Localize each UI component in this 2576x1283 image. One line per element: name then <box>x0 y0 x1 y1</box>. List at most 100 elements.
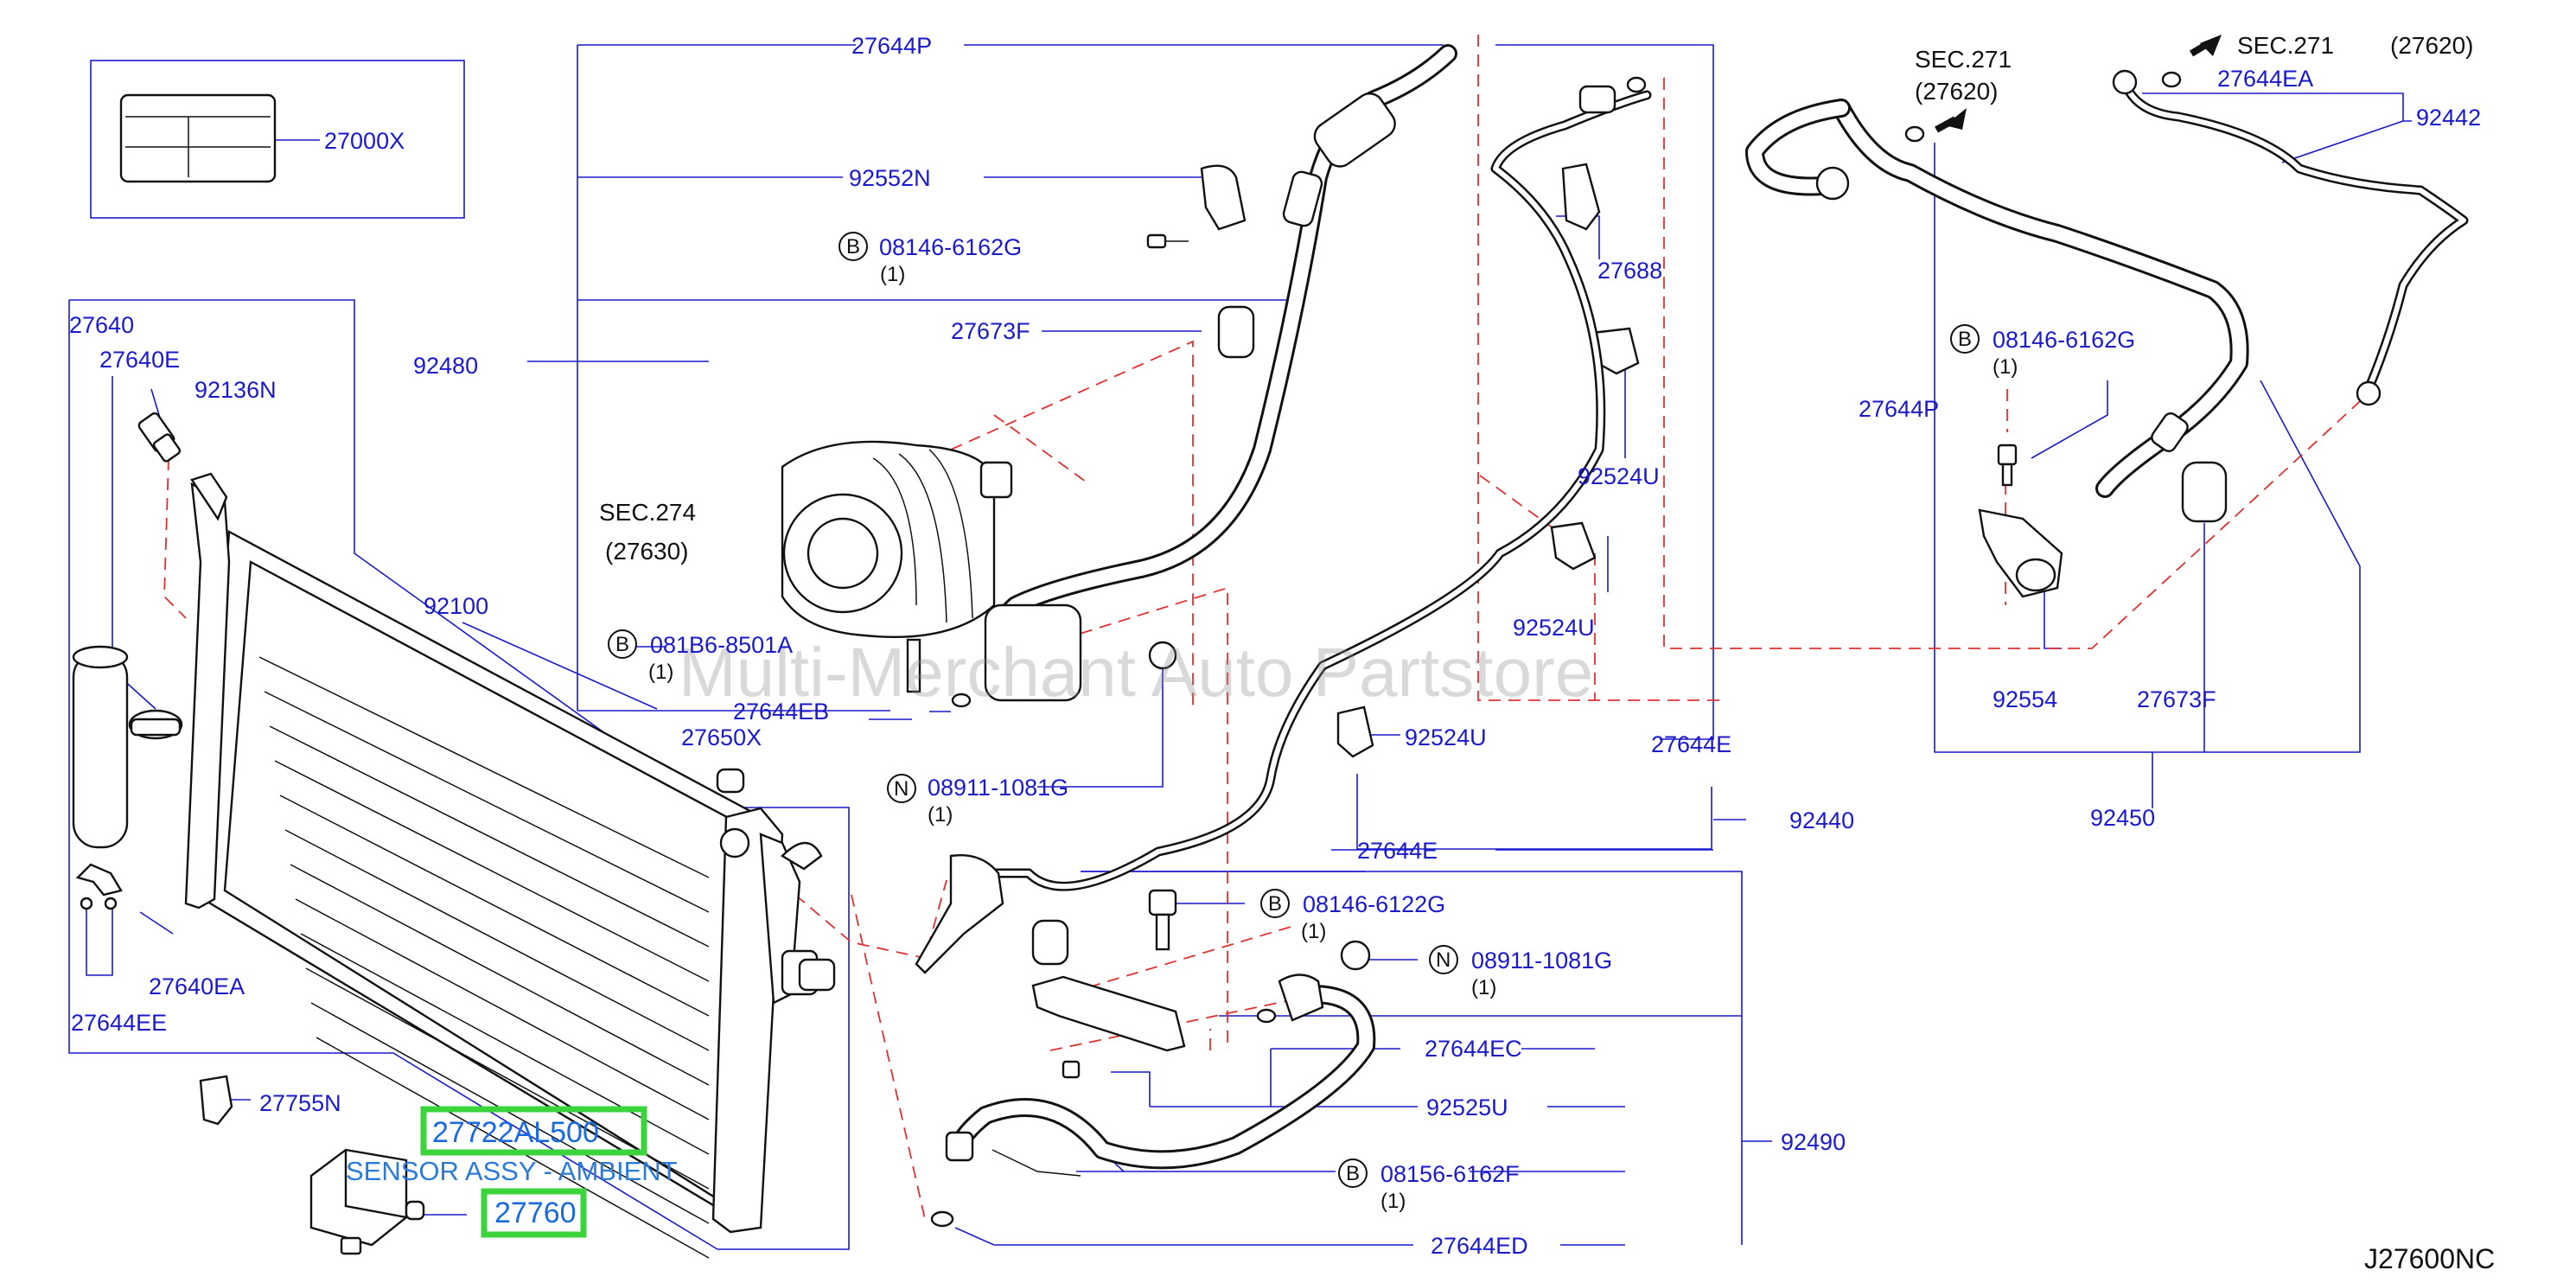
clip-92524u-b <box>1550 521 1597 571</box>
condenser-fin-line <box>274 760 710 982</box>
bolt-08146-6162g-b <box>1997 444 2018 487</box>
bolt-badge: B <box>1958 328 1972 351</box>
quantity: (1) <box>648 661 673 684</box>
insulator-27673f-b <box>2181 461 2228 523</box>
clip-27688 <box>1561 163 1601 231</box>
label-sec271-a[interactable]: SEC.271 <box>1915 46 2012 73</box>
condenser-fin-line <box>290 864 710 1086</box>
label-27650x[interactable]: 27650X <box>681 724 762 750</box>
highlight-part-number[interactable]: 27722AL500 <box>432 1116 599 1149</box>
label-92552n[interactable]: 92552N <box>849 165 931 191</box>
condenser-fin-line <box>316 1037 710 1259</box>
label-27644p-top[interactable]: 27644P <box>851 33 932 59</box>
label-27644ed[interactable]: 27644ED <box>1431 1233 1528 1259</box>
part-labels: 27644P 92552N B 08146-6162G (1) 27673F 9… <box>69 32 2495 1274</box>
label-92554[interactable]: 92554 <box>1993 686 2057 712</box>
label-08156-6162f[interactable]: 08156-6162F <box>1380 1161 1520 1187</box>
label-92100[interactable]: 92100 <box>424 593 488 619</box>
dryer-bracket-27640e <box>128 709 183 740</box>
o-ring-27644ea <box>2161 71 2182 88</box>
condenser-fin-line <box>258 656 710 878</box>
ambient-sensor-27722al500 <box>309 1148 425 1255</box>
label-27640e[interactable]: 27640E <box>99 347 180 373</box>
label-08146-6162g-b[interactable]: 08146-6162G <box>1993 327 2135 353</box>
bolt-badge: B <box>615 633 629 656</box>
label-08146-6122g[interactable]: 08146-6122G <box>1303 891 1445 917</box>
label-92525u[interactable]: 92525U <box>1426 1095 1508 1120</box>
label-27000x[interactable]: 27000X <box>324 128 405 154</box>
label-92450[interactable]: 92450 <box>2090 805 2155 831</box>
label-27644ee[interactable]: 27644EE <box>71 1010 167 1036</box>
label-sec274-ref: (27630) <box>605 538 689 565</box>
label-92442[interactable]: 92442 <box>2416 105 2481 131</box>
mounting-clip-27755n <box>199 1075 233 1126</box>
label-27673f-b[interactable]: 27673F <box>2137 686 2216 712</box>
label-27644ea[interactable]: 27644EA <box>2217 66 2313 92</box>
label-sec271-b[interactable]: SEC.271 <box>2237 32 2334 59</box>
bolt-08146-6162g-a <box>1146 233 1189 249</box>
label-08911-1081g-a[interactable]: 08911-1081G <box>928 775 1068 801</box>
label-92524u-a[interactable]: 92524U <box>1578 463 1660 489</box>
pipe-92440 <box>915 85 1652 974</box>
diagram-code: J27600NC <box>2364 1243 2495 1274</box>
o-ring-27644ec <box>1256 1008 1277 1024</box>
label-sec271-a-ref: (27620) <box>1915 78 1999 105</box>
label-sec271-b-ref: (27620) <box>2390 32 2474 59</box>
o-ring-27644ed <box>930 1210 954 1228</box>
highlighted-ambient-sensor[interactable]: 27722AL500 SENSOR ASSY - AMBIENT 27760 <box>346 1106 678 1238</box>
quantity: (1) <box>1471 976 1496 999</box>
label-27644e-b[interactable]: 27644E <box>1357 838 1438 864</box>
condenser-fin-line <box>279 795 710 1017</box>
nut-badge: N <box>894 777 909 801</box>
nut-08911-1081g-a <box>1148 641 1177 670</box>
label-27688[interactable]: 27688 <box>1597 258 1662 284</box>
highlight-description: SENSOR ASSY - AMBIENT <box>346 1156 678 1186</box>
watermark-text: Multi-Merchant Auto Partstore <box>679 634 1593 711</box>
label-92490[interactable]: 92490 <box>1781 1129 1846 1155</box>
grommet-27650x <box>716 768 745 794</box>
label-plate-27000x <box>119 93 277 183</box>
label-081b6-8501a[interactable]: 081B6-8501A <box>650 632 793 658</box>
condenser-fin-line <box>310 1002 710 1224</box>
insulator-27644e <box>1031 919 1069 966</box>
highlight-box-part-number <box>420 1106 647 1156</box>
quantity: (1) <box>1301 920 1326 943</box>
pipe-92442 <box>2112 69 2469 406</box>
bolt-badge: B <box>846 235 860 259</box>
label-92480[interactable]: 92480 <box>413 353 478 379</box>
label-27640[interactable]: 27640 <box>69 312 134 338</box>
o-rings-27644ee <box>75 863 123 910</box>
label-sec274[interactable]: SEC.274 <box>599 499 696 526</box>
quantity: (1) <box>880 263 905 286</box>
label-27644ec[interactable]: 27644EC <box>1425 1036 1522 1062</box>
bolt-08156-6162f <box>1062 1060 1081 1079</box>
label-92136n[interactable]: 92136N <box>194 377 277 403</box>
clamp-92552n <box>1200 164 1247 231</box>
label-27755n[interactable]: 27755N <box>259 1090 341 1116</box>
clip-92524u-c <box>1336 705 1374 758</box>
bracket-92554 <box>1978 508 2063 598</box>
bolt-badge: B <box>1268 892 1282 916</box>
pipe-92450 <box>1745 99 2249 498</box>
o-ring-27644eb <box>951 693 972 708</box>
sec271-arrow-b <box>2189 35 2222 57</box>
label-92524u-c[interactable]: 92524U <box>1405 724 1487 750</box>
label-92524u-b[interactable]: 92524U <box>1513 615 1595 641</box>
label-27644eb[interactable]: 27644EB <box>733 699 829 724</box>
hose-assembly-92480 <box>984 44 1457 702</box>
o-ring-27644p <box>1626 76 1925 143</box>
label-27640ea[interactable]: 27640EA <box>149 973 245 999</box>
nut-08911-1081g-b <box>1340 940 1371 971</box>
highlight-sub-part[interactable]: 27760 <box>494 1197 577 1229</box>
label-27644e-a[interactable]: 27644E <box>1651 731 1731 757</box>
label-08146-6162g-a[interactable]: 08146-6162G <box>879 234 1022 260</box>
label-27673f-a[interactable]: 27673F <box>951 318 1030 344</box>
label-92440[interactable]: 92440 <box>1789 807 1854 833</box>
condenser-fin-line <box>264 691 710 913</box>
nut-badge: N <box>1436 948 1451 972</box>
label-08911-1081g-b[interactable]: 08911-1081G <box>1471 948 1612 973</box>
label-27644p-mid[interactable]: 27644P <box>1859 396 1939 422</box>
quantity: (1) <box>1380 1190 1406 1213</box>
